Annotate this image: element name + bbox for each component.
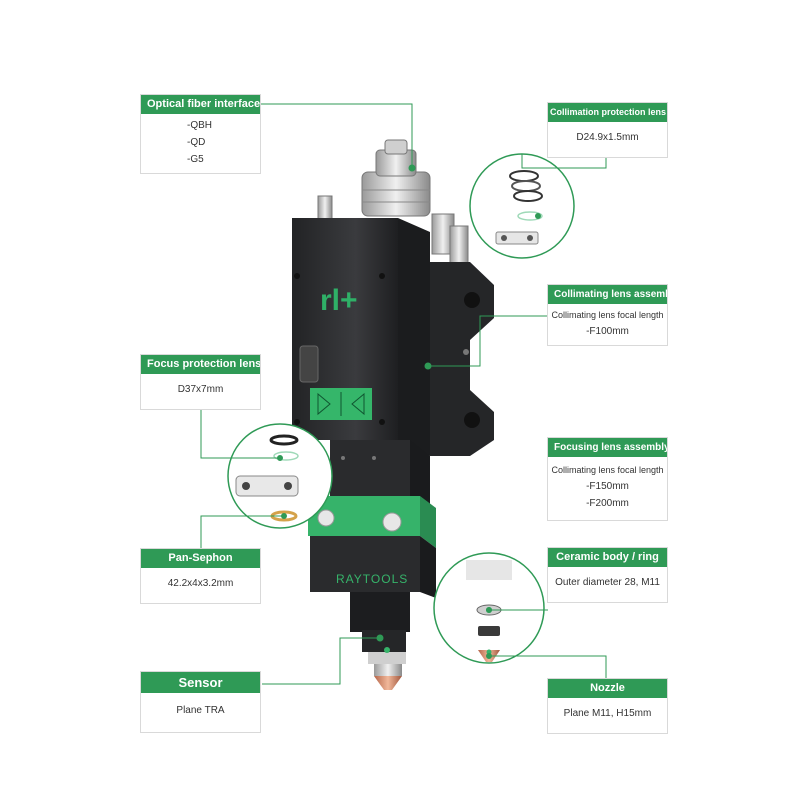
focusing-lens-assembly-callout: Focusing lens assembly Collimating lens … [547,437,668,521]
collimation-detail-circle [469,153,575,259]
focusing-focal-length-f200: -F200mm [586,498,629,509]
pan-sephon-title: Pan-Sephon [141,549,260,568]
focus-protection-detail-circle [227,423,333,529]
fiber-option-g5: -G5 [187,154,204,165]
optical-fiber-interface-title: Optical fiber interface [141,95,260,114]
leader-lines [200,103,607,685]
collimating-focal-length-label: Collimating lens focal length [551,310,664,320]
collimating-focal-length-value: -F100mm [586,326,629,337]
focusing-focal-length-label: Collimating lens focal length [551,465,664,475]
laser-head-body: rl+ [292,218,494,456]
collimation-protection-lens-callout: Collimation protection lens D24.9x1.5mm [547,102,668,158]
sensor-spec: Plane TRA [176,705,225,716]
sensor-callout: Sensor Plane TRA [140,671,261,733]
fiber-connector [361,139,431,217]
ceramic-body-ring-callout: Ceramic body / ring Outer diameter 28, M… [547,547,668,603]
collimation-protection-lens-title: Collimation protection lens [548,103,667,122]
svg-text:RAYTOOLS: RAYTOOLS [336,572,408,586]
sensor-title: Sensor [141,672,260,693]
collimating-lens-assembly-title: Collimating lens assembly [548,285,667,304]
focus-protection-lens-title: Focus protection lens [141,355,260,374]
collimation-protection-lens-size: D24.9x1.5mm [576,132,639,143]
focusing-focal-length-f150: -F150mm [586,481,629,492]
focusing-lens-assembly-title: Focusing lens assembly [548,438,667,457]
fiber-option-qd: -QD [187,137,206,148]
nozzle-spec: Plane M11, H15mm [563,708,652,719]
fiber-option-qbh: -QBH [187,120,212,131]
lower-section: RAYTOOLS [310,536,436,690]
pan-sephon-callout: Pan-Sephon 42.2x4x3.2mm [140,548,261,604]
nozzle-callout: Nozzle Plane M11, H15mm [547,678,668,734]
focus-protection-lens-callout: Focus protection lens D37x7mm [140,354,261,410]
collimating-lens-assembly-callout: Collimating lens assembly Collimating le… [547,284,668,346]
nozzle-title: Nozzle [548,679,667,698]
focus-protection-lens-size: D37x7mm [177,384,224,395]
svg-text:rl+: rl+ [320,284,358,317]
ceramic-body-ring-spec: Outer diameter 28, M11 [555,577,660,588]
pan-sephon-size: 42.2x4x3.2mm [167,578,234,589]
ceramic-body-ring-title: Ceramic body / ring [548,548,667,567]
focusing-section [308,440,436,548]
optical-fiber-interface-callout: Optical fiber interface -QBH -QD -G5 [140,94,261,174]
